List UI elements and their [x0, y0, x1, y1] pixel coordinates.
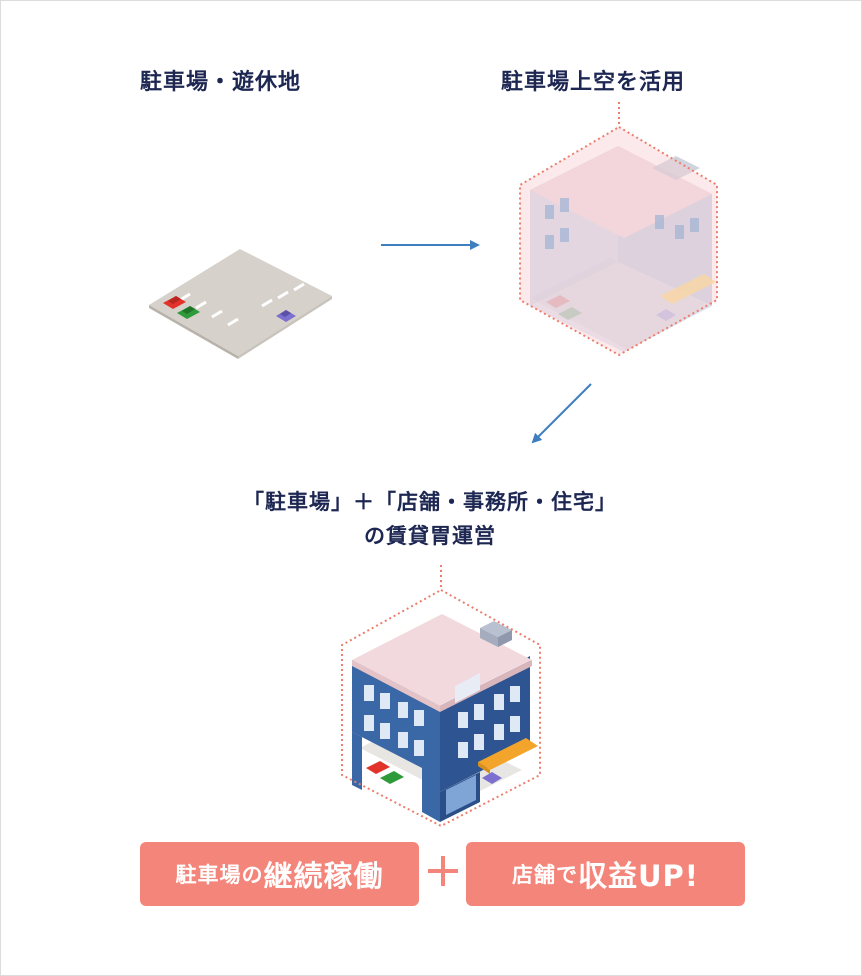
planned-building-illustration	[519, 102, 718, 357]
benefit-1-highlight: 継続稼働	[263, 859, 384, 893]
benefit-2-prefix: 店舗で	[511, 863, 578, 887]
completed-building-illustration	[341, 565, 541, 828]
parking-lot-illustration	[149, 249, 332, 359]
parking-lot-ground	[149, 249, 332, 356]
step3-label-line1: 「駐車場」＋「店舗・事務所・住宅」	[243, 490, 617, 514]
step3-label: 「駐車場」＋「店舗・事務所・住宅」 の賃貸胃運営	[150, 485, 710, 553]
benefit-continuous-operation: 駐車場の 継続稼働	[140, 842, 419, 906]
green-car	[177, 306, 200, 319]
red-car	[163, 296, 186, 309]
step1-label: 駐車場・遊休地	[140, 70, 302, 95]
step2-label: 駐車場上空を活用	[501, 70, 686, 95]
step3-label-line2: の賃貸胃運営	[364, 524, 496, 548]
benefit-1-prefix: 駐車場の	[175, 863, 264, 887]
store-awning	[478, 738, 538, 770]
purple-car	[276, 310, 296, 322]
benefit-store-revenue: 店舗で 収益UP!	[466, 842, 745, 906]
arrow-down-left-icon	[531, 383, 592, 444]
plus-icon	[428, 856, 458, 886]
benefit-2-highlight: 収益UP!	[577, 859, 700, 893]
